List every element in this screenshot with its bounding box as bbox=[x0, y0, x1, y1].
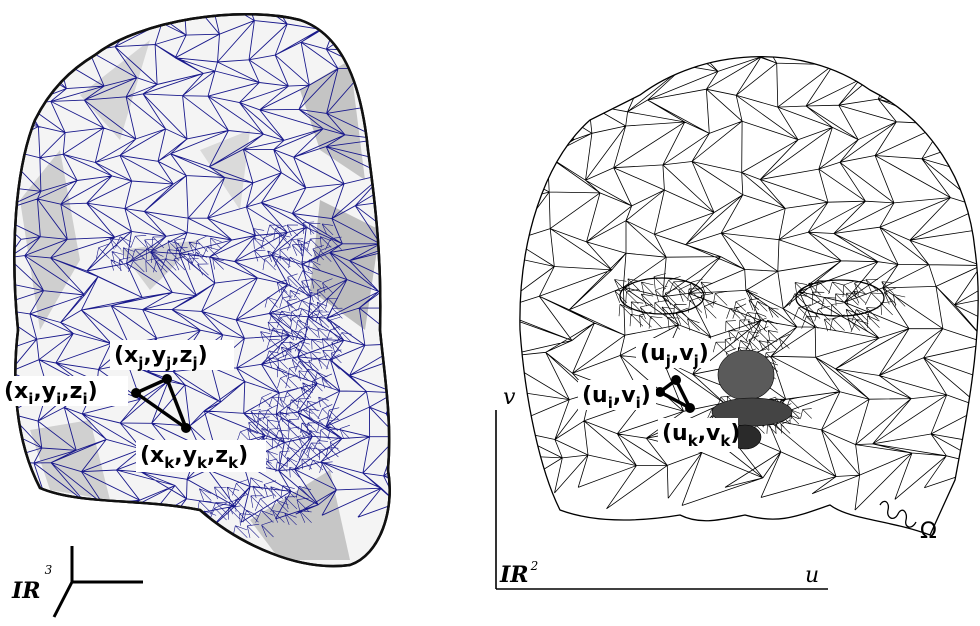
axis-label-u: u bbox=[805, 563, 819, 588]
label-2d-vertex-j: (uj,vj) bbox=[640, 341, 709, 370]
vertex-2d-k bbox=[685, 403, 695, 413]
vertex-2d-j bbox=[671, 375, 681, 385]
vertex-3d-j bbox=[162, 374, 172, 384]
axes-3d bbox=[54, 546, 143, 617]
face-mesh-2d-domain bbox=[520, 57, 978, 535]
vertex-3d-i bbox=[131, 388, 141, 398]
label-2d-vertex-i: (ui,vi) bbox=[582, 383, 651, 412]
vertex-3d-k bbox=[181, 423, 191, 433]
mesh-3d-panel: (xj,yj,zj) (xi,yi,zi) (xk,yk,zk) IR3 bbox=[0, 0, 442, 617]
space-label-3d: IR3 bbox=[11, 563, 53, 604]
axis-3d-depth bbox=[54, 582, 72, 617]
domain-label-omega: Ω bbox=[920, 519, 937, 544]
vertex-2d-i bbox=[655, 387, 665, 397]
axis-label-v: v bbox=[503, 385, 516, 410]
